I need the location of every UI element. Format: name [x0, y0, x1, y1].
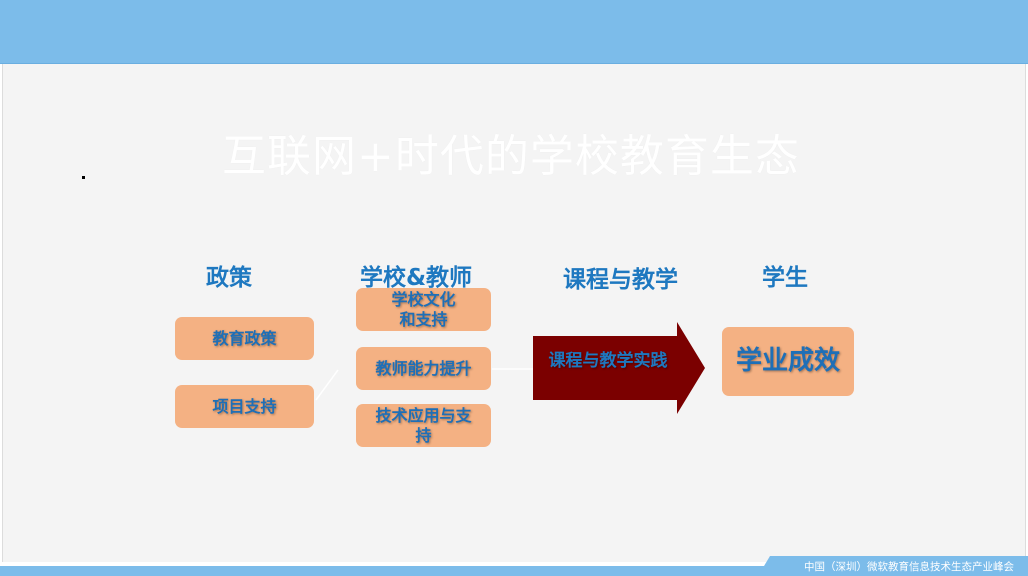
- box-school-culture: 学校文化和支持: [356, 288, 491, 331]
- heading-policy: 政策: [206, 265, 252, 291]
- box-teacher-capability: 教师能力提升: [356, 347, 491, 390]
- heading-student: 学生: [762, 265, 808, 291]
- footer-tab: [758, 556, 1028, 576]
- arrow-label: 课程与教学实践: [548, 351, 668, 371]
- box-project-support: 项目支持: [175, 385, 314, 428]
- heading-course-teaching: 课程与教学: [563, 267, 678, 293]
- box-tech-application-label: 技术应用与支持: [375, 406, 472, 445]
- bullet-dot: [82, 176, 85, 179]
- box-academic-achievement: 学业成效: [722, 327, 854, 396]
- box-school-culture-label: 学校文化和支持: [391, 290, 456, 329]
- footer-text: 中国（深圳）微软教育信息技术生态产业峰会: [804, 561, 1014, 573]
- top-header-band: [0, 0, 1028, 64]
- box-education-policy: 教育政策: [175, 317, 314, 360]
- slide-canvas: [2, 64, 1026, 562]
- box-tech-application: 技术应用与支持: [356, 404, 491, 447]
- heading-school-teacher: 学校&教师: [360, 265, 473, 291]
- box-education-policy-label: 教育政策: [212, 328, 277, 348]
- box-teacher-capability-label: 教师能力提升: [375, 358, 472, 378]
- box-academic-achievement-label: 学业成效: [735, 345, 840, 376]
- box-project-support-label: 项目支持: [212, 396, 277, 416]
- slide-title: 互联网+时代的学校教育生态: [222, 131, 800, 182]
- course-practice-arrow: [533, 322, 705, 414]
- bottom-band: [0, 566, 1028, 576]
- arrow-shape: [533, 322, 705, 414]
